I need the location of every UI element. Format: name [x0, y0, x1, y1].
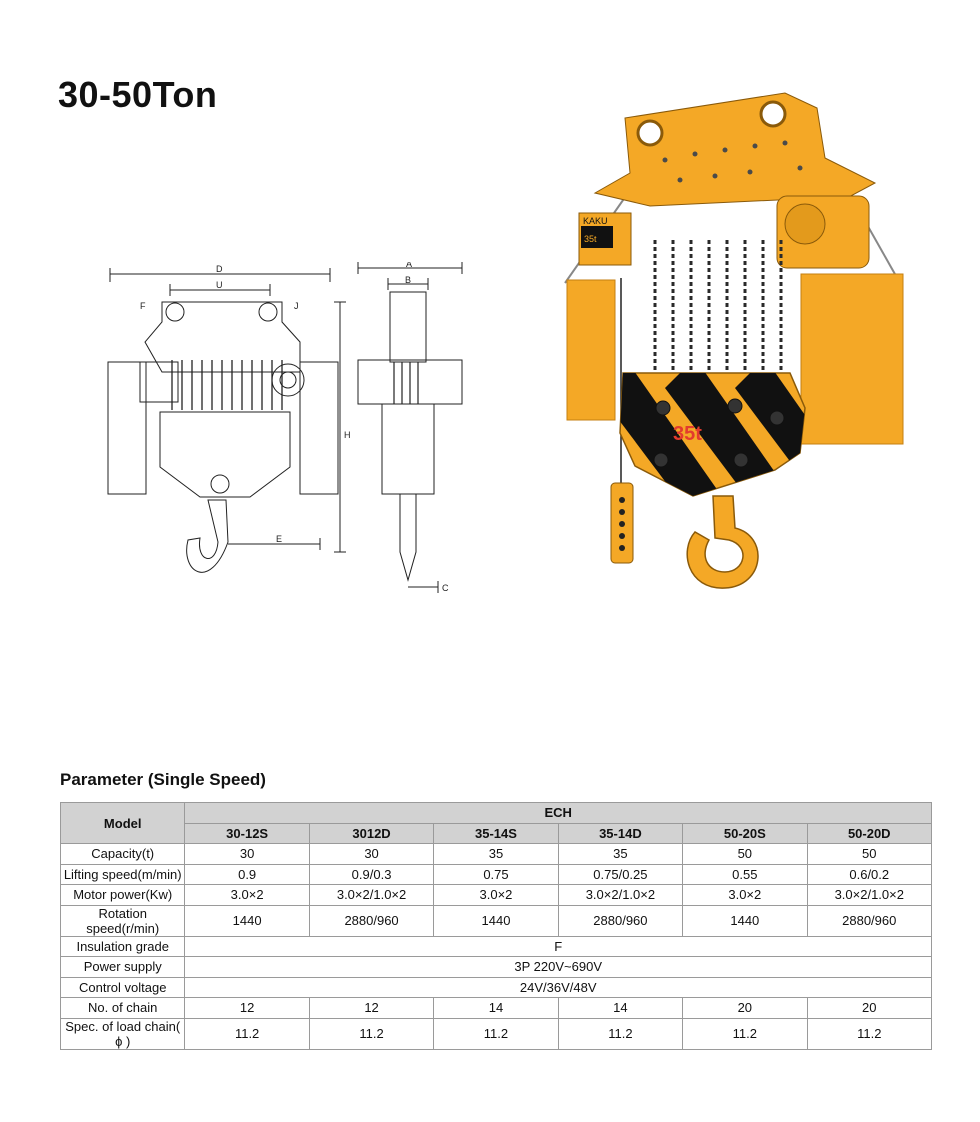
table-cell: 3.0×2/1.0×2	[308, 884, 435, 906]
table-cell: 1440	[433, 904, 559, 937]
row-label: Insulation grade	[59, 935, 186, 957]
dim-label-u: U	[216, 280, 223, 290]
dim-label-a: A	[406, 262, 412, 269]
table-cell: 3.0×2	[682, 884, 808, 906]
row-label: Capacity(t)	[59, 843, 186, 865]
table-cell: 1440	[184, 904, 310, 937]
table-row: Capacity(t) 30 30 35 35 50 50	[59, 843, 933, 865]
model-cell: 35-14S	[433, 822, 559, 844]
row-label: Control voltage	[59, 976, 186, 998]
model-cell: 50-20S	[682, 822, 808, 844]
table-cell: 30	[184, 843, 310, 865]
group-header: ECH	[184, 802, 932, 824]
table-cell: 11.2	[806, 1017, 933, 1050]
table-row: Insulation grade F	[59, 935, 932, 957]
table-row: No. of chain 12 12 14 14 20 20	[59, 997, 933, 1019]
table-cell: 0.6/0.2	[806, 863, 933, 885]
table-cell: 3.0×2	[433, 884, 559, 906]
params-title: Parameter (Single Speed)	[60, 770, 266, 789]
table-cell: 3.0×2/1.0×2	[806, 884, 933, 906]
table-cell: 11.2	[308, 1017, 435, 1050]
table-cell: 11.2	[184, 1017, 310, 1050]
table-cell: 0.55	[682, 863, 808, 885]
model-header: Model	[59, 802, 186, 844]
rating-plate-label: 35t	[584, 234, 597, 244]
table-cell: 24V/36V/48V	[184, 976, 932, 998]
table-cell: 14	[433, 997, 559, 1019]
row-label: Spec. of load chain( ϕ )	[59, 1017, 186, 1050]
row-label: No. of chain	[59, 997, 186, 1019]
table-row: Control voltage 24V/36V/48V	[59, 976, 932, 998]
dim-label-b: B	[405, 275, 411, 285]
table-row: Spec. of load chain( ϕ ) 11.2 11.2 11.2 …	[59, 1017, 933, 1050]
dim-label-e: E	[276, 534, 282, 544]
brand-label: KAKU	[583, 216, 608, 226]
table-cell: 0.9/0.3	[308, 863, 435, 885]
table-cell: 2880/960	[806, 904, 933, 937]
model-cell: 30-12S	[184, 822, 310, 844]
table-cell: 1440	[682, 904, 808, 937]
table-cell: 2880/960	[308, 904, 435, 937]
table-cell: 35	[557, 843, 684, 865]
table-cell: 20	[682, 997, 808, 1019]
dim-label-d: D	[216, 264, 223, 274]
model-row: 30-12S 3012D 35-14S 35-14D 50-20S 50-20D	[61, 822, 933, 844]
page-title: 30-50Ton	[58, 74, 218, 115]
table-cell: 11.2	[682, 1017, 808, 1050]
parameter-table: Model ECH 30-12S 3012D 35-14S 35-14D 50-…	[59, 802, 933, 1050]
table-cell: 30	[308, 843, 435, 865]
table-cell: 3P 220V~690V	[184, 956, 932, 978]
dim-label-f: F	[140, 301, 146, 311]
row-label: Rotation speed(r/min)	[59, 904, 186, 937]
table-row: Motor power(Kw) 3.0×2 3.0×2/1.0×2 3.0×2 …	[59, 884, 933, 906]
hoist-photo: KAKU 35t 35t	[564, 92, 904, 589]
table-cell: 0.9	[184, 863, 310, 885]
table-cell: 12	[184, 997, 310, 1019]
row-label: Power supply	[59, 956, 186, 978]
side-view-drawing: A B C	[357, 262, 463, 593]
table-cell: 14	[557, 997, 684, 1019]
table-cell: 12	[308, 997, 435, 1019]
model-cell: 3012D	[308, 822, 435, 844]
block-capacity-mark: 35t	[673, 423, 702, 445]
model-cell: 50-20D	[806, 822, 933, 844]
row-label: Motor power(Kw)	[59, 884, 186, 906]
table-cell: 2880/960	[557, 904, 684, 937]
table-row: Lifting speed(m/min) 0.9 0.9/0.3 0.75 0.…	[59, 863, 933, 885]
table-cell: 0.75/0.25	[557, 863, 684, 885]
table-cell: F	[184, 935, 932, 957]
table-row: Power supply 3P 220V~690V	[59, 956, 932, 978]
table-row: Rotation speed(r/min) 1440 2880/960 1440…	[59, 904, 933, 937]
table-cell: 50	[806, 843, 933, 865]
table-cell: 50	[682, 843, 808, 865]
front-view-drawing: D U F J H E	[107, 264, 351, 573]
table-cell: 0.75	[433, 863, 559, 885]
table-cell: 3.0×2	[184, 884, 310, 906]
dim-label-c: C	[442, 583, 449, 593]
dim-label-h: H	[344, 430, 351, 440]
dim-label-j: J	[294, 301, 299, 311]
model-cell: 35-14D	[557, 822, 684, 844]
row-label: Lifting speed(m/min)	[59, 863, 186, 885]
table-cell: 11.2	[557, 1017, 684, 1050]
table-cell: 20	[806, 997, 933, 1019]
table-cell: 35	[433, 843, 559, 865]
table-cell: 11.2	[433, 1017, 559, 1050]
table-cell: 3.0×2/1.0×2	[557, 884, 684, 906]
table-header-row: Model ECH	[59, 802, 932, 844]
